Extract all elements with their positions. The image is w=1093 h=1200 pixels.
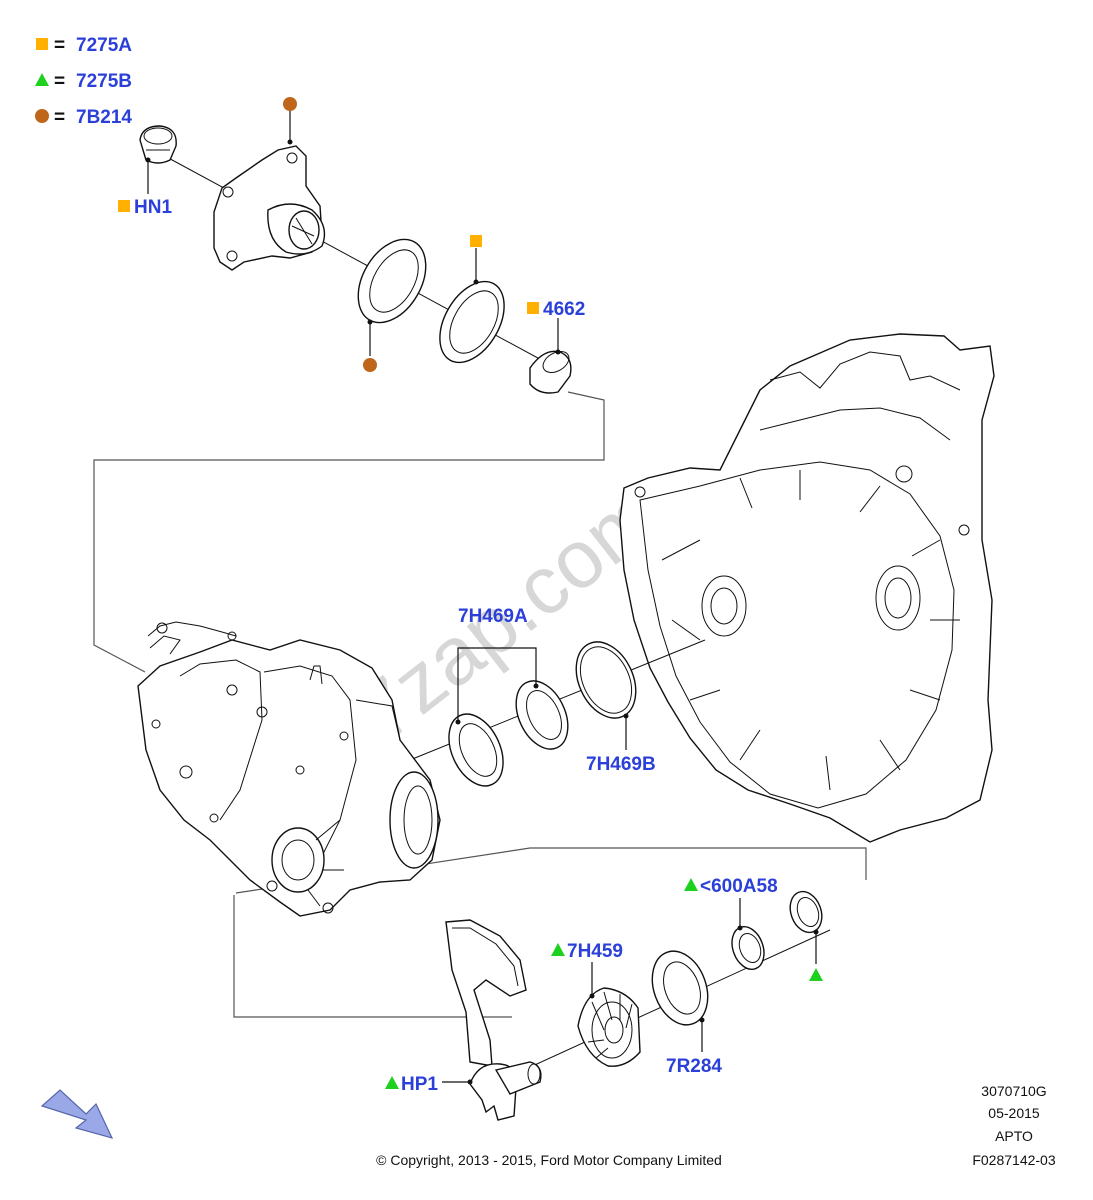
upper-group-frame [93,391,605,673]
7h469b-leader-dot [623,713,629,719]
600a58-leader-dot [737,925,743,931]
ring-7h469a-left [448,713,504,787]
small-ring-triangle-marker [809,968,823,981]
ring-small-right [789,890,823,934]
flange-leader-dot [287,139,293,145]
meta-line-1: 3070710G [981,1083,1046,1099]
label-7r284: 7R284 [666,1056,722,1077]
7r284-leader-dot [699,1017,705,1023]
small-ring-leader-dot [813,929,819,935]
label-7h469a: 7H469A [458,606,528,627]
bushing-4662 [529,350,572,394]
label-hn1: HN1 [134,197,172,218]
7h459-triangle-marker [551,943,565,956]
flange-circle-marker [283,97,297,111]
nut-hn1 [139,125,177,164]
seal-right-leader-dot [473,279,479,285]
seal-right-square-marker [470,235,482,247]
meta-line-4: F0287142-03 [972,1152,1056,1168]
seal-left [357,238,427,324]
shield-hp1 [445,919,542,1121]
hn1-square-marker [118,200,130,212]
transfer-case [137,621,441,917]
ring-600a58 [731,925,765,971]
legend-eq-2: = [54,71,65,92]
legend-eq-3: = [54,107,65,128]
legend-code-7275b: 7275B [76,71,132,92]
meta-line-2: 05-2015 [988,1105,1040,1121]
legend: = 7275A = 7275B = 7B214 [35,35,132,128]
legend-circle-icon [35,109,49,123]
upper-axis-line [149,147,561,371]
flange [213,145,326,271]
seal-right [439,280,505,364]
7h459-leader-dot [589,993,595,999]
7h469a-leader-dot-left [455,719,461,725]
bushing-leader-dot [555,349,561,355]
legend-eq-1: = [54,35,65,56]
legend-code-7b214: 7B214 [76,107,132,128]
meta-line-3: APTO [995,1128,1033,1144]
hn1-leader-dot [145,157,151,163]
orientation-arrow-icon [40,1089,114,1139]
cone-7h459 [577,987,641,1067]
seal-7r284 [651,950,709,1026]
ring-7h469a-right [515,680,569,750]
seal-left-leader-dot [367,319,373,325]
ring-7h469b [575,641,637,719]
seal-left-circle-marker [363,358,377,372]
legend-triangle-icon [35,73,49,86]
transmission-housing [619,333,995,843]
600a58-triangle-marker [684,878,698,891]
7h469a-leader-dot-right [533,683,539,689]
label-4662: 4662 [543,299,585,320]
7h469a-leader [457,647,537,722]
lower-axis-line [479,929,831,1091]
copyright: © Copyright, 2013 - 2015, Ford Motor Com… [376,1152,722,1168]
legend-square-icon [36,38,48,50]
label-hp1: HP1 [401,1074,438,1095]
label-7h459: 7H459 [567,941,623,962]
hp1-triangle-marker [385,1076,399,1089]
label-7h469b: 7H469B [586,754,656,775]
bushing-square-marker [527,302,539,314]
legend-code-7275a: 7275A [76,35,132,56]
label-600a58: <600A58 [700,876,778,897]
hp1-leader-dot [467,1079,473,1085]
